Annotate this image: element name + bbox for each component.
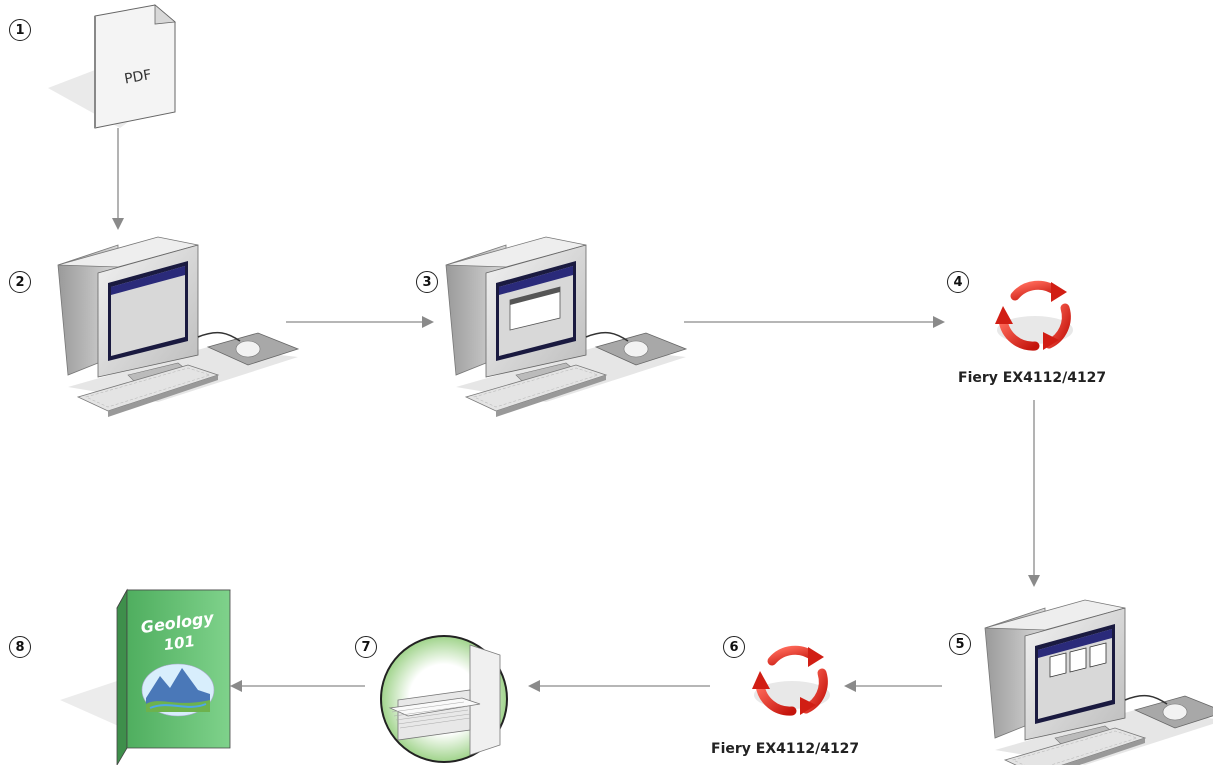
mountain-emblem-icon bbox=[141, 663, 215, 717]
step-number-4: 4 bbox=[947, 271, 969, 293]
fiery-server-label: Fiery EX4112/4127 bbox=[958, 370, 1107, 386]
pdf-document-icon: PDF bbox=[48, 4, 176, 129]
step-number-1: 1 bbox=[9, 19, 31, 41]
computer-workstation-icon bbox=[445, 236, 687, 418]
book-title-line2: 101 bbox=[163, 632, 197, 654]
fiery-server-cycle-icon bbox=[995, 282, 1073, 350]
step-number-6: 6 bbox=[723, 636, 745, 658]
fiery-server-cycle-icon bbox=[752, 647, 830, 715]
step-number-8: 8 bbox=[9, 636, 31, 658]
step-number-5: 5 bbox=[949, 633, 971, 655]
printed-sheets-icon bbox=[380, 635, 508, 763]
step-number-3: 3 bbox=[416, 271, 438, 293]
computer-workstation-icon bbox=[984, 599, 1213, 765]
step-number-2: 2 bbox=[9, 271, 31, 293]
computer-workstation-icon bbox=[57, 236, 299, 418]
dialog-window-icon bbox=[509, 286, 561, 331]
fiery-server-label: Fiery EX4112/4127 bbox=[711, 741, 860, 757]
page-thumbnails-icon bbox=[1049, 642, 1107, 678]
pdf-label: PDF bbox=[123, 67, 153, 87]
step-number-7: 7 bbox=[355, 636, 377, 658]
book-icon: Geology 101 bbox=[60, 588, 231, 765]
